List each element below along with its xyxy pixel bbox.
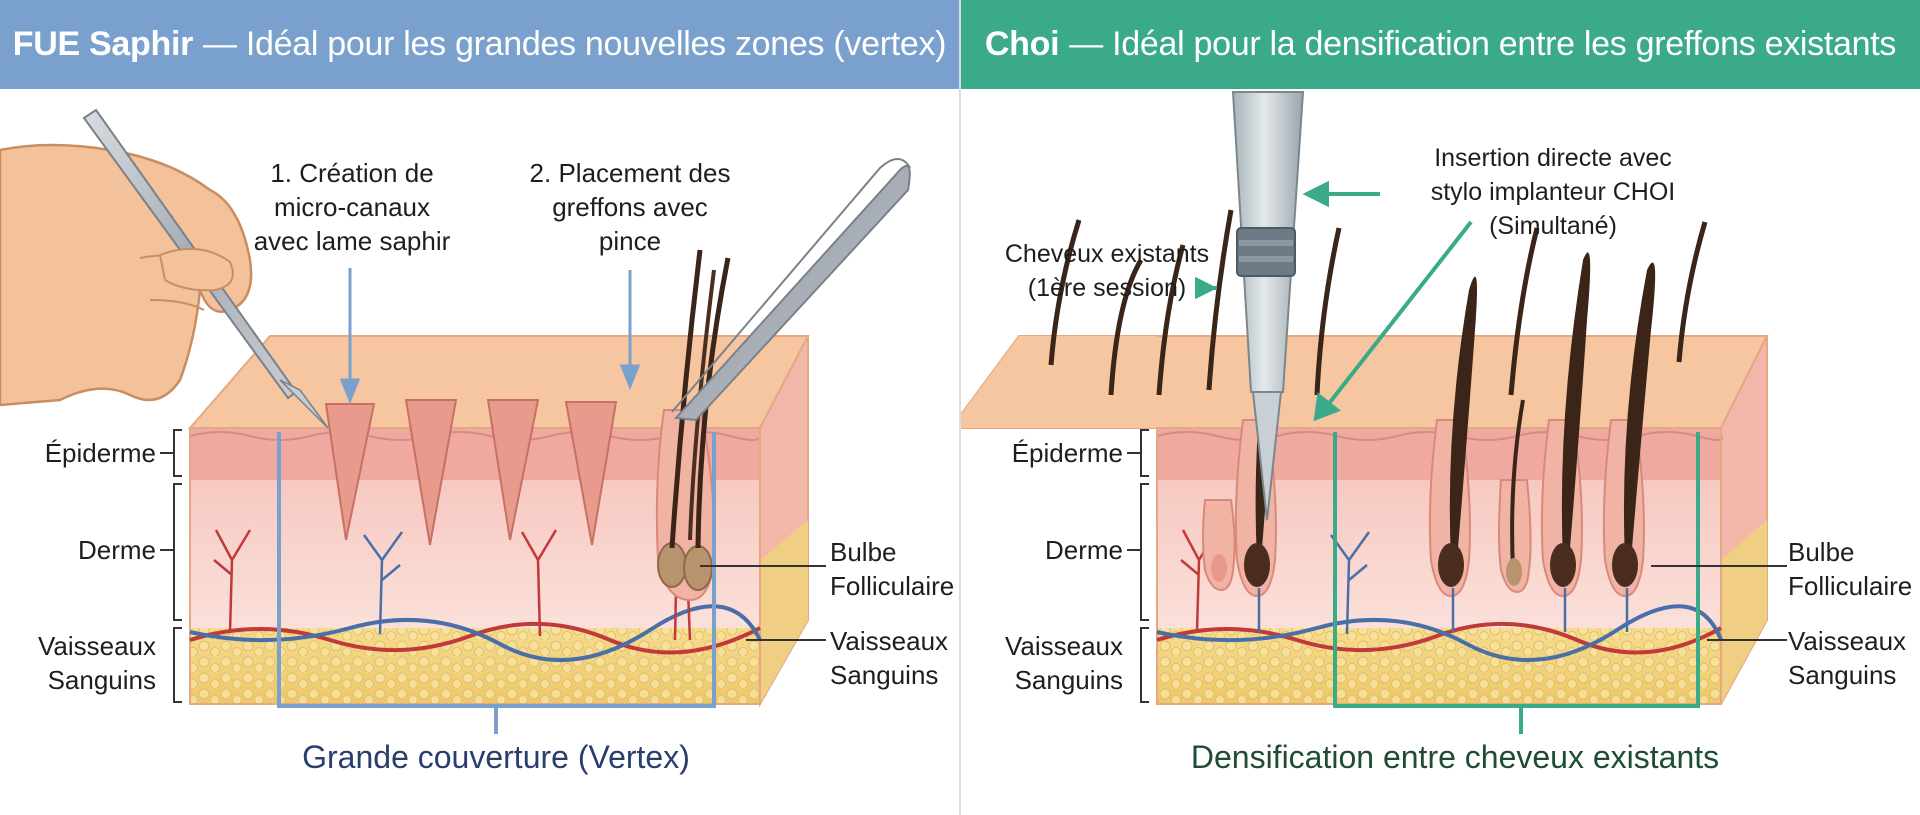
vessels-label-line2: Sanguins — [48, 665, 156, 695]
vessels-label-line1: Vaisseaux — [1005, 631, 1123, 661]
choi-subtitle: — Idéal pour la densification entre les … — [1069, 25, 1897, 63]
insertion-line1: Insertion directe avec — [1434, 144, 1672, 172]
choi-illustration: Insertion directe avec stylo implanteur … — [961, 91, 1912, 775]
hair-shaft — [1508, 227, 1540, 396]
choi-panel: Choi — Idéal pour la densification entre… — [961, 0, 1920, 815]
hair-shaft — [1676, 221, 1708, 363]
dermis-label: Derme — [1045, 535, 1123, 565]
step1-line2: micro-canaux — [274, 192, 430, 222]
fue-saphir-title: FUE Saphir — [12, 25, 194, 63]
follicle — [1602, 262, 1656, 632]
densification-caption: Densification entre cheveux existants — [1191, 739, 1719, 775]
bulb-label-line1: Bulbe — [830, 537, 897, 567]
epidermis-label: Épiderme — [45, 438, 156, 468]
step2-line1: 2. Placement des — [530, 158, 731, 188]
bulb-label-line2: Folliculaire — [1788, 571, 1912, 601]
hair-shaft — [1206, 209, 1234, 391]
existing-hair-line1: Cheveux existants — [1005, 240, 1209, 268]
annotation-arrows — [1195, 180, 1473, 422]
fue-saphir-header: FUE Saphir — Idéal pour les grandes nouv… — [0, 0, 959, 89]
micro-channels — [324, 399, 618, 546]
vessels-label-line1: Vaisseaux — [38, 631, 156, 661]
epidermis-label: Épiderme — [1012, 438, 1123, 468]
new-graft — [1498, 399, 1532, 594]
insertion-line3: (Simultané) — [1489, 212, 1617, 240]
vessels-right-line2: Sanguins — [830, 660, 938, 690]
step2-line3: pince — [599, 226, 661, 256]
vessels-label-line2: Sanguins — [1015, 665, 1123, 695]
hand-with-scalpel-icon — [0, 108, 329, 429]
coverage-frame — [277, 432, 716, 734]
bulb-label-line1: Bulbe — [1788, 537, 1855, 567]
step2-line2: greffons avec — [552, 192, 708, 222]
choi-header: Choi — Idéal pour la densification entre… — [961, 0, 1920, 89]
dermis-label: Derme — [78, 535, 156, 565]
follicle — [1540, 252, 1591, 632]
choi-implanter-pen-icon — [1202, 91, 1305, 592]
panel-divider — [959, 0, 961, 815]
layer-brackets — [160, 429, 826, 703]
existing-hair-line2: (1ère session) — [1028, 274, 1186, 302]
fue-saphir-subtitle: — Idéal pour les grandes nouvelles zones… — [203, 25, 947, 63]
hair-shaft — [1048, 219, 1082, 366]
hair-shaft — [1108, 258, 1144, 396]
fue-saphir-illustration: 1. Création de micro-canaux avec lame sa… — [0, 108, 954, 775]
step1-line1: 1. Création de — [270, 158, 433, 188]
insertion-line2: stylo implanteur CHOI — [1431, 178, 1676, 206]
follicle — [1428, 276, 1477, 632]
grande-couverture-caption: Grande couverture (Vertex) — [302, 739, 690, 775]
bulb-label-line2: Folliculaire — [830, 571, 954, 601]
blood-vessels — [189, 529, 762, 662]
vessels-right-line1: Vaisseaux — [1788, 626, 1906, 656]
vessels-right-line2: Sanguins — [1788, 660, 1896, 690]
fue-saphir-panel: FUE Saphir — Idéal pour les grandes nouv… — [0, 0, 959, 815]
vessels-right-line1: Vaisseaux — [830, 626, 948, 656]
step-arrows — [339, 268, 641, 405]
layer-brackets — [1127, 429, 1787, 703]
step1-line3: avec lame saphir — [254, 226, 451, 256]
hair-shaft — [1156, 244, 1186, 396]
forceps-icon — [671, 158, 911, 422]
densification-frame — [1333, 432, 1700, 734]
hair-shaft — [1314, 227, 1342, 396]
choi-title: Choi — [984, 25, 1060, 63]
